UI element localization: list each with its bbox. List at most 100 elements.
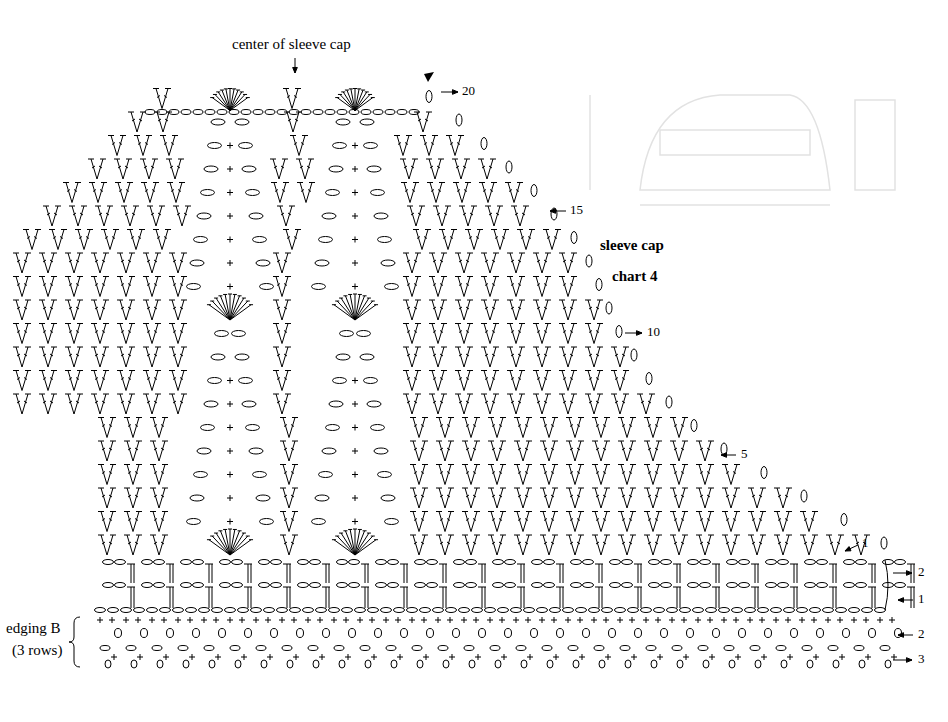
stitch-symbol [630, 417, 636, 418]
chain-symbol [385, 519, 399, 525]
stitch-symbol [341, 91, 345, 92]
stitch-symbol [154, 331, 157, 333]
stitch-symbol [595, 488, 601, 508]
stitch-symbol [774, 535, 780, 536]
chain-symbol [197, 213, 211, 219]
stitch-symbol [16, 300, 22, 320]
stitch-symbol [285, 253, 291, 254]
stitch-symbol [759, 495, 762, 497]
stitch-symbol [447, 495, 450, 497]
stitch-symbol [596, 331, 599, 333]
stitch-symbol [127, 441, 133, 461]
stitch-symbol [284, 495, 287, 497]
stitch-symbol [490, 394, 496, 414]
stitch-symbol [169, 159, 175, 179]
stitch-symbol [283, 182, 289, 183]
stitch-symbol [544, 495, 547, 497]
stitch-symbol [783, 488, 789, 508]
stitch-symbol [355, 301, 373, 320]
stitch-symbol [154, 542, 157, 544]
stitch-symbol [525, 425, 528, 427]
chain-symbol [239, 143, 253, 149]
stitch-symbol [588, 371, 594, 391]
stitch-symbol [752, 519, 755, 521]
stitch-symbol [281, 166, 284, 168]
stitch-symbol [410, 488, 416, 489]
stitch-symbol [578, 535, 584, 536]
stitch-symbol [146, 300, 152, 320]
stitch-symbol [629, 472, 632, 474]
stitch-symbol [230, 166, 231, 172]
stitch-symbol [438, 300, 444, 320]
stitch-symbol [406, 371, 412, 391]
stitch-symbol [117, 159, 123, 179]
stitch-symbol [230, 284, 231, 290]
stitch-symbol [124, 183, 130, 203]
stitch-symbol [210, 536, 214, 537]
stitch-symbol [129, 276, 135, 277]
stitch-symbol [67, 190, 70, 192]
stitch-symbol [297, 182, 303, 183]
stitch-symbol [644, 535, 650, 536]
stitch-symbol [181, 347, 187, 348]
stitch-symbol [230, 425, 231, 431]
stitch-symbol [545, 276, 551, 277]
stitch-symbol [158, 213, 161, 215]
stitch-symbol [622, 495, 625, 497]
stitch-symbol [16, 347, 22, 367]
stitch-symbol [110, 511, 116, 512]
stitch-symbol [210, 301, 214, 302]
chain-symbol [666, 396, 672, 408]
stitch-symbol [107, 488, 113, 508]
stitch-symbol [447, 519, 450, 521]
stitch-symbol [412, 324, 418, 344]
stitch-symbol [533, 323, 539, 324]
stitch-symbol [273, 394, 279, 395]
stitch-symbol [180, 331, 183, 333]
stitch-symbol [471, 418, 477, 438]
stitch-symbol [69, 284, 72, 286]
stitch-symbol [157, 112, 163, 132]
stitch-symbol [240, 91, 244, 92]
stitch-symbol [436, 488, 442, 489]
stitch-symbol [133, 488, 139, 508]
stitch-symbol [439, 512, 445, 532]
stitch-symbol [51, 394, 57, 395]
stitch-symbol [563, 331, 566, 333]
stitch-symbol [152, 371, 158, 391]
stitch-symbol [355, 213, 356, 219]
stitch-symbol [154, 354, 157, 356]
stitch-symbol [571, 253, 577, 254]
stitch-symbol [575, 465, 581, 485]
stitch-symbol [502, 237, 505, 239]
stitch-symbol [118, 166, 121, 168]
stitch-symbol [353, 88, 357, 89]
stitch-symbol [152, 159, 158, 160]
stitch-symbol [101, 488, 107, 508]
stitch-symbol [570, 495, 573, 497]
stitch-symbol [448, 535, 454, 536]
stitch-symbol [128, 495, 131, 497]
stitch-symbol [225, 294, 230, 320]
stitch-symbol [526, 464, 532, 465]
stitch-symbol [516, 324, 522, 344]
stitch-symbol [47, 213, 50, 215]
stitch-symbol [589, 331, 592, 333]
stitch-symbol [436, 535, 442, 536]
stitch-symbol [544, 284, 547, 286]
stitch-symbol [604, 417, 610, 418]
stitch-symbol [284, 401, 287, 403]
stitch-symbol [95, 206, 101, 207]
chain-symbol [312, 519, 326, 525]
stitch-symbol [95, 307, 98, 309]
stitch-symbol [126, 371, 132, 391]
stitch-symbol [552, 230, 558, 250]
stitch-symbol [128, 112, 134, 113]
stitch-symbol [618, 417, 624, 418]
stitch-symbol [276, 371, 282, 391]
stitch-symbol [273, 276, 279, 277]
chain-symbol [256, 260, 270, 266]
stitch-symbol [134, 135, 140, 136]
stitch-symbol [696, 488, 702, 489]
stitch-symbol [42, 277, 48, 297]
